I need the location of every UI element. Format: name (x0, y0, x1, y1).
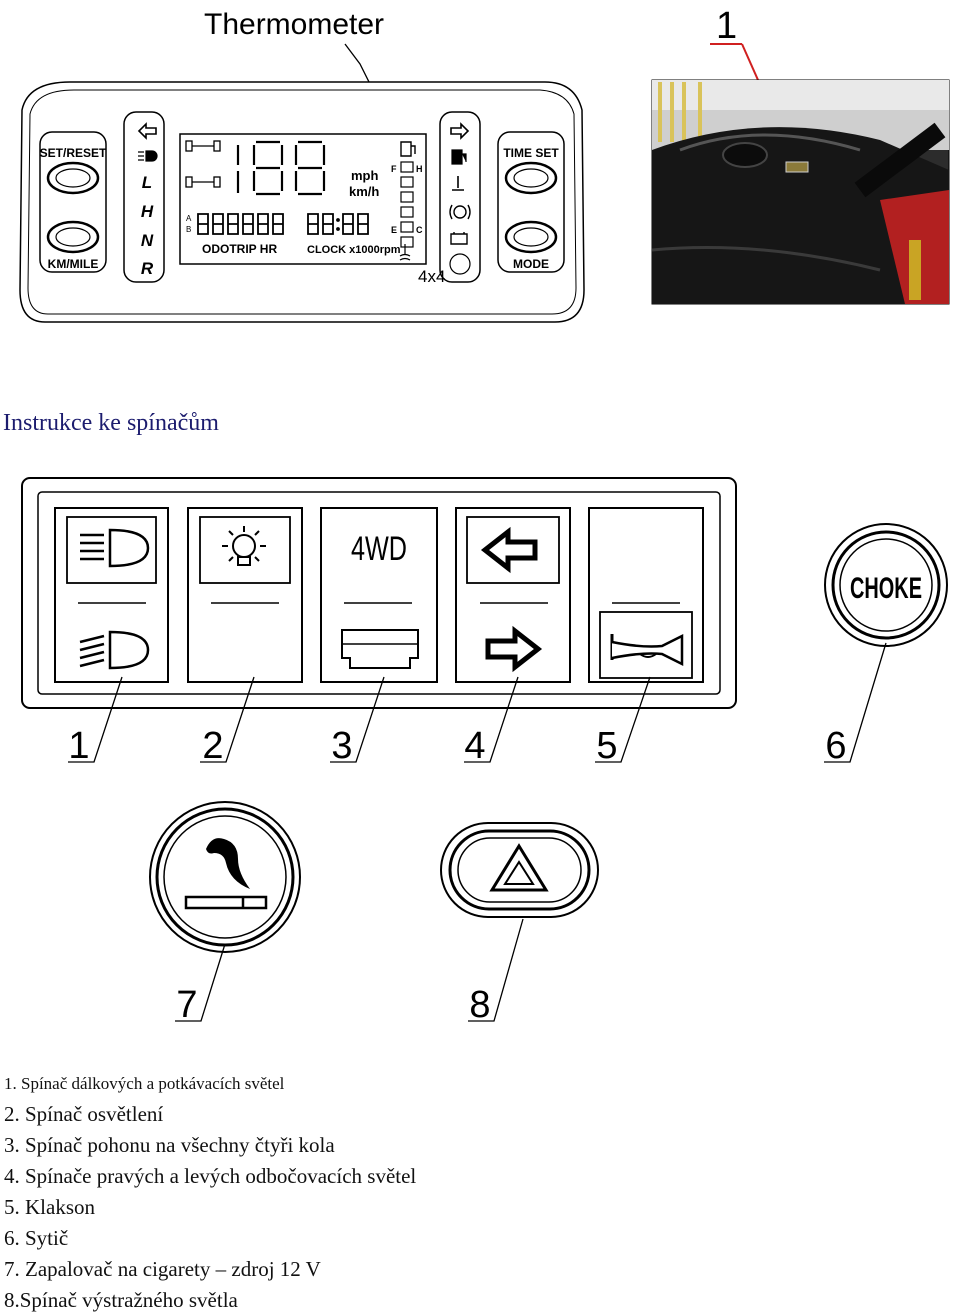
callout-4: 4 (464, 725, 485, 767)
lower-callout-leaders (175, 918, 524, 1022)
legend-item-5: 5. Klakson (4, 1195, 95, 1219)
cigarette-lighter[interactable] (149, 801, 301, 953)
callout-8: 8 (469, 984, 490, 1026)
legend-item-6: 6. Sytič (4, 1226, 69, 1250)
thermometer-callout-label: Thermometer (204, 8, 384, 41)
set-reset-button[interactable] (46, 161, 100, 195)
legend-item-1: 1. Spínač dálkových a potkávacích světel (4, 1074, 285, 1093)
odometer-digits (197, 213, 284, 235)
choke-label: CHOKE (850, 572, 922, 605)
fuel-warning-icon (451, 149, 467, 165)
temperature-gauge (400, 161, 414, 248)
instrument-cluster-diagram: Thermometer SET/RESET KM/MILE L H N R mp… (19, 5, 950, 323)
right-button-bezel (497, 131, 565, 273)
callout-7: 7 (176, 984, 197, 1026)
horn-icon (610, 633, 684, 667)
sensor-location-photo (651, 79, 950, 305)
drive-mode-label: 4x4 (418, 267, 445, 286)
odo-prefix-b: B (186, 225, 191, 234)
set-reset-label: SET/RESET (40, 146, 107, 160)
callout-5: 5 (596, 725, 617, 767)
gear-r: R (141, 259, 154, 278)
legend-item-2: 2. Spínač osvětlení (4, 1102, 164, 1126)
gauge-letter-h: H (416, 164, 423, 174)
drive-mode-indicator (449, 253, 471, 275)
time-set-label: TIME SET (503, 146, 559, 160)
clock-digits (307, 213, 369, 235)
legend-item-8: 8.Spínač výstražného světla (4, 1288, 238, 1312)
speed-unit-mph: mph (351, 168, 379, 183)
cluster-housing (19, 81, 585, 323)
time-set-button[interactable] (504, 161, 558, 195)
callout-2: 2 (202, 725, 223, 767)
fourwd-label: 4WD (351, 530, 407, 568)
photo-callout-number: 1 (716, 5, 737, 47)
mode-label: MODE (513, 257, 549, 271)
legend-item-4: 4. Spínače pravých a levých odbočovacích… (4, 1164, 417, 1188)
callout-3: 3 (331, 725, 352, 767)
right-indicator-bezel (439, 111, 481, 283)
odo-prefix-a: A (186, 214, 192, 223)
brake-warning-icon (449, 204, 471, 220)
left-button-bezel (39, 131, 107, 273)
gear-l: L (142, 173, 152, 192)
km-mile-label: KM/MILE (48, 257, 99, 271)
left-arrow-icon (480, 526, 538, 574)
choke-button[interactable] (824, 523, 948, 647)
odo-trip-hr-label: ODOTRIP HR (202, 242, 277, 256)
fuel-pump-icon (400, 141, 416, 157)
high-beam-icon (80, 528, 150, 568)
headlight-indicator-icon (138, 150, 158, 162)
hazard-switch[interactable] (440, 822, 599, 918)
low-beam-icon (79, 630, 150, 670)
speed-digits (236, 140, 326, 196)
fourwd-switch[interactable] (320, 507, 438, 683)
light-bulb-icon (222, 526, 266, 566)
left-turn-indicator-icon (137, 122, 157, 140)
speed-unit-kmh: km/h (349, 184, 379, 199)
battery-warning-icon (450, 232, 468, 245)
temp-warning-icon (452, 176, 464, 191)
gear-n: N (141, 231, 154, 250)
switch-legend-list: 1. Spínač dálkových a potkávacích světel… (4, 1068, 944, 1316)
callout-1: 1 (68, 725, 89, 767)
switch-panel-diagram: 4WD CHOKE 1 2 3 4 5 6 (21, 477, 948, 1026)
gear-h: H (141, 202, 154, 221)
right-turn-indicator-icon (450, 122, 470, 140)
legend-item-7: 7. Zapalovač na cigarety – zdroj 12 V (4, 1257, 321, 1281)
mode-button[interactable] (504, 220, 558, 254)
left-indicator-bezel (123, 111, 165, 283)
axle-icons (185, 140, 221, 188)
right-arrow-icon (485, 625, 543, 673)
gauge-letter-f: F (391, 164, 397, 174)
section-title: Instrukce ke spínačům (3, 410, 219, 436)
legend-item-3: 3. Spínač pohonu na všechny čtyři kola (4, 1133, 335, 1157)
callout-6: 6 (825, 725, 846, 767)
km-mile-button[interactable] (46, 220, 100, 254)
cigarette-icon (184, 838, 268, 910)
gauge-letter-c: C (416, 225, 423, 235)
gauge-letter-e: E (391, 225, 397, 235)
clock-rpm-label: CLOCK x1000rpm (307, 244, 401, 256)
coolant-icon (399, 244, 411, 261)
callout-leaders (68, 642, 887, 763)
hazard-triangle-icon (489, 843, 549, 892)
lcd-display (179, 133, 427, 265)
